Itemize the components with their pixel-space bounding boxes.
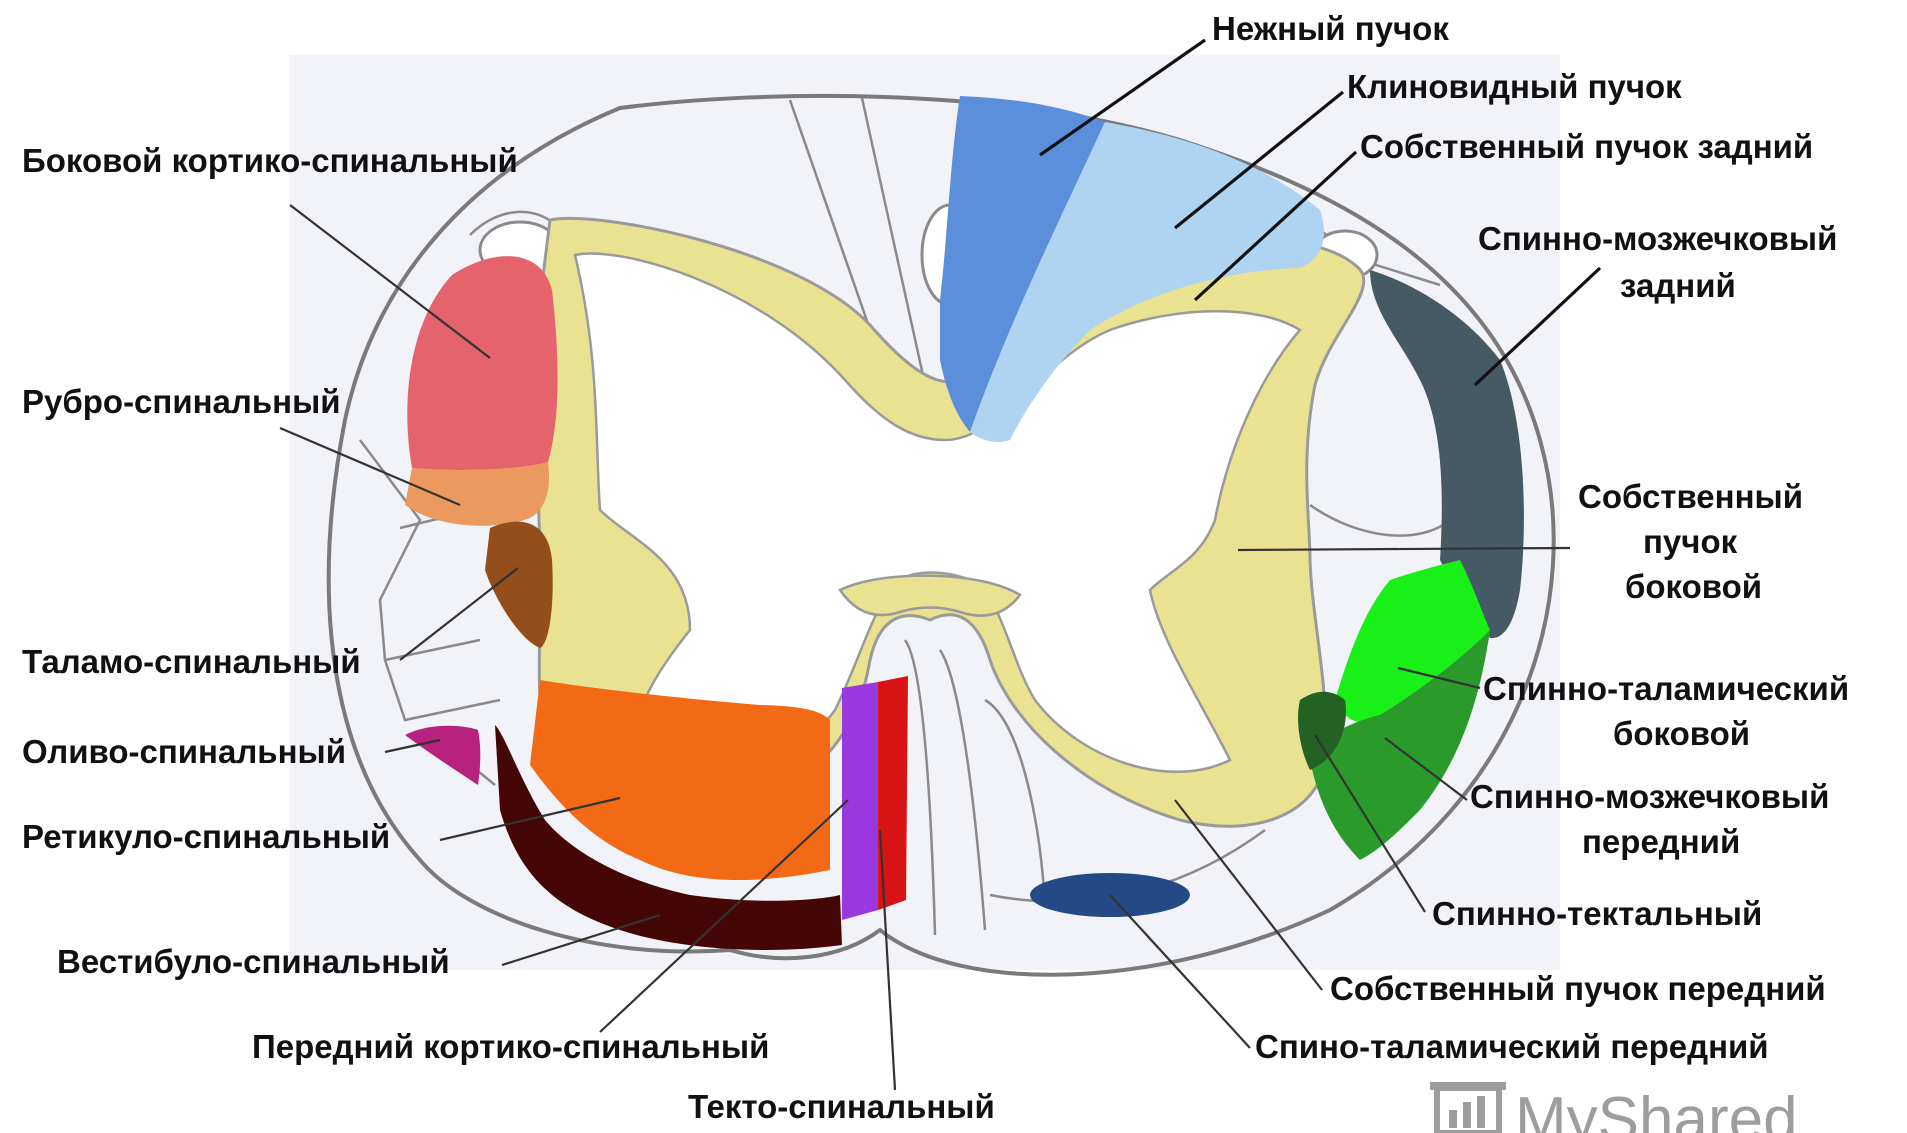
label-spinno-tektalny: Спинно-тектальный — [1432, 895, 1762, 932]
label-tekto-spinalny: Текто-спинальный — [688, 1088, 995, 1125]
label-sobstvenny-puchok-zadny: Собственный пучок задний — [1360, 128, 1813, 165]
label-spinno-mozzhechkovy-zadny-line1: Спинно-мозжечковый — [1478, 220, 1837, 257]
label-sobstvenny-puchok-bokovoy-line2: пучок — [1643, 523, 1738, 560]
rubrospinal-tract — [405, 462, 549, 526]
label-spinno-talamichesky-bokovoy-line1: Спинно-таламический — [1483, 670, 1849, 707]
label-bokovoy-kortiko-spinalny: Боковой кортико-спинальный — [22, 142, 518, 179]
label-spinno-talamichesky-bokovoy-line2: боковой — [1613, 715, 1750, 752]
label-spinno-mozzhechkovy-peredny-line2: передний — [1582, 823, 1740, 860]
label-vestibulo-spinalny: Вестибуло-спинальный — [57, 943, 450, 980]
label-spino-talamichesky-peredny: Спино-таламический передний — [1255, 1028, 1769, 1065]
label-sobstvenny-puchok-bokovoy-line3: боковой — [1625, 568, 1762, 605]
watermark-text: MyShared — [1515, 1085, 1798, 1133]
watermark: MyShared — [1430, 1082, 1798, 1133]
label-spinno-mozzhechkovy-zadny-line2: задний — [1620, 267, 1736, 304]
chart-board-icon — [1430, 1082, 1506, 1133]
label-sobstvenny-puchok-bokovoy-line1: Собственный — [1578, 478, 1803, 515]
label-retikulo-spinalny: Ретикуло-спинальный — [22, 818, 390, 855]
label-rubro-spinalny: Рубро-спинальный — [22, 383, 341, 420]
label-olivo-spinalny: Оливо-спинальный — [22, 733, 346, 770]
label-spinno-mozzhechkovy-peredny-line1: Спинно-мозжечковый — [1470, 778, 1829, 815]
label-talamo-spinalny: Таламо-спинальный — [22, 643, 361, 680]
label-peredny-kortiko-spinalny: Передний кортико-спинальный — [252, 1028, 769, 1065]
label-klinovidny-puchok: Клиновидный пучок — [1347, 68, 1682, 105]
label-nezhny-puchok: Нежный пучок — [1212, 10, 1449, 47]
label-sobstvenny-puchok-peredny: Собственный пучок передний — [1330, 970, 1826, 1007]
